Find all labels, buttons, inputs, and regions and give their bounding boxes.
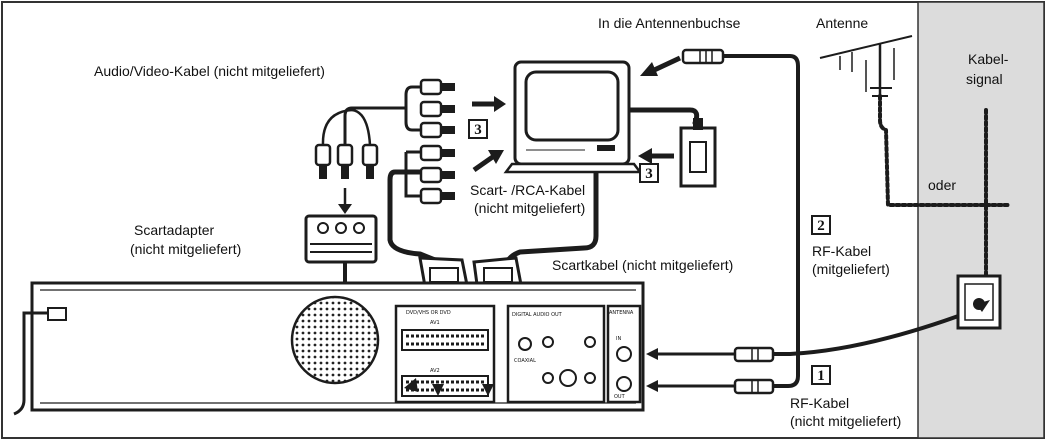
- label-scart-adapter-2: (nicht mitgeliefert): [130, 241, 241, 257]
- step-1-number: 1: [817, 368, 825, 384]
- label-antenna: Antenne: [816, 15, 868, 31]
- arrow-outlet: [976, 300, 990, 312]
- arrow-adapter-to-recorder: [404, 378, 418, 392]
- arrow-scart-rca-to-tv: [472, 150, 504, 173]
- arrows-scart-down: [432, 384, 494, 396]
- cables: [321, 54, 1012, 388]
- antenna-icon: [819, 35, 913, 100]
- label-antenna-socket: In die Antennenbuchse: [598, 15, 741, 31]
- tv-scart-plug: [679, 118, 717, 188]
- label-rf-supplied-1: RF-Kabel: [812, 243, 871, 259]
- panel-dvd-vhs-text: DVD/VHS OR DVD: [406, 310, 451, 316]
- step-3-right: 3: [639, 163, 659, 183]
- label-cable-signal-1: Kabel-: [968, 51, 1009, 67]
- rf-plug-tv: [681, 48, 725, 65]
- step-2: 2: [811, 215, 831, 235]
- av-rca-plugs: [419, 78, 455, 139]
- scart-rca-cable: [387, 169, 443, 265]
- label-scart-rca-1: Scart- /RCA-Kabel: [470, 182, 585, 198]
- av-jack-panel: [506, 304, 606, 404]
- step-3-top-number: 3: [474, 122, 482, 138]
- rf-cable-supplied: [718, 54, 800, 388]
- label-scart-adapter-1: Scartadapter: [134, 222, 214, 238]
- fan-grille: [290, 295, 380, 385]
- label-cable-signal-2: signal: [966, 71, 1003, 87]
- scart-adapter: [304, 214, 378, 264]
- wall-panel: [917, 1, 1045, 439]
- television: [503, 60, 643, 174]
- rf-plugs-recorder: [733, 346, 775, 395]
- label-av-cable: Audio/Video-Kabel (nicht mitgeliefert): [94, 63, 325, 79]
- antenna-out-jack: [616, 376, 632, 392]
- tv-screen: [524, 70, 620, 142]
- scart-rca-plugs: [404, 144, 455, 205]
- label-rf-supplied-2: (mitgeliefert): [812, 261, 890, 277]
- wall-outlet: [956, 274, 1002, 330]
- label-scart-rca-2: (nicht mitgeliefert): [474, 200, 585, 216]
- panel-antenna-text: ANTENNA: [609, 310, 634, 316]
- scart-cable: [497, 107, 700, 293]
- panel-out-text: OUT: [614, 394, 626, 400]
- panel-in-text: IN: [616, 336, 621, 342]
- av1-scart-socket: [401, 329, 489, 351]
- label-oder: oder: [928, 177, 956, 193]
- step-1: 1: [811, 365, 831, 385]
- arrow-rf-out: [646, 380, 734, 392]
- step-3-top: 3: [468, 119, 488, 139]
- antenna-in-jack: [616, 346, 632, 362]
- arrow-scart-to-tv: [638, 148, 674, 164]
- arrow-rf-in: [646, 348, 734, 360]
- dvd-recorder: DVD/VHS OR DVD AV1 AV2 DIGITAL AUDIO OUT…: [13, 281, 645, 416]
- step-3-right-number: 3: [645, 166, 653, 182]
- label-rf-not-supplied-2: (nicht mitgeliefert): [790, 413, 901, 429]
- adapter-rca-plugs: [314, 143, 379, 214]
- panel-av1-text: AV1: [430, 320, 440, 326]
- arrow-to-antenna-socket: [640, 55, 682, 76]
- arrow-av-to-tv: [472, 96, 506, 112]
- label-scart-cable: Scartkabel (nicht mitgeliefert): [552, 257, 733, 273]
- rf-cable-not-supplied: [769, 306, 982, 356]
- arrows: [404, 55, 990, 396]
- panel-coaxial-text: COAXIAL: [514, 358, 536, 364]
- panel-digital-audio-text: DIGITAL AUDIO OUT: [512, 312, 563, 318]
- antenna-dotted-cable: [878, 94, 1012, 207]
- panel-av2-text: AV2: [430, 368, 440, 374]
- step-2-number: 2: [817, 218, 825, 234]
- label-rf-not-supplied-1: RF-Kabel: [790, 395, 849, 411]
